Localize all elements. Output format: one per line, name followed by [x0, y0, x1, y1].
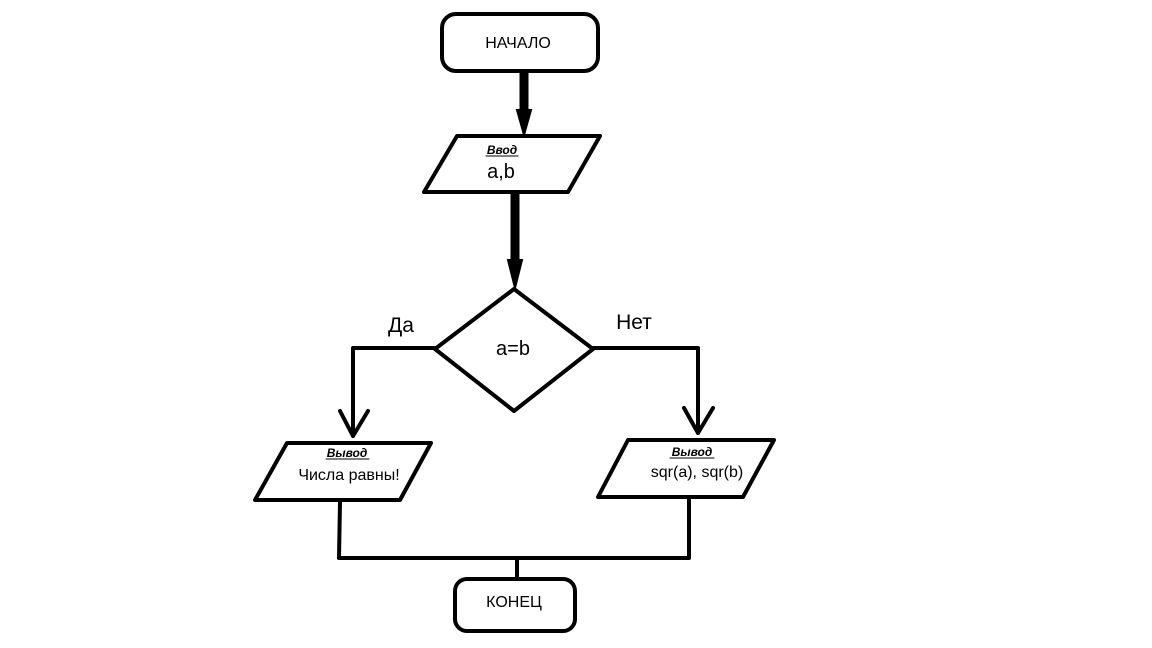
- start-node: НАЧАЛО: [440, 12, 600, 73]
- decision-label: a=b: [496, 338, 530, 360]
- end-label: КОНЕЦ: [486, 594, 542, 611]
- end-node: КОНЕЦ: [453, 577, 577, 633]
- yes-label: Да: [388, 314, 414, 337]
- output-no-body: sqr(a), sqr(b): [651, 464, 743, 481]
- merge-connector: [337, 496, 691, 581]
- output-no-header: Вывод: [672, 445, 713, 459]
- input-body: a,b: [487, 161, 515, 183]
- input-node: Ввод a,b: [422, 134, 602, 194]
- input-header: Ввод: [487, 143, 517, 157]
- branch-no: Нет: [591, 311, 715, 435]
- branch-yes: Да: [338, 314, 437, 438]
- decision-node: a=b: [433, 287, 595, 413]
- no-label: Нет: [616, 311, 652, 334]
- output-yes-node: Вывод Числа равны!: [253, 441, 433, 502]
- output-yes-body: Числа равны!: [298, 467, 399, 484]
- arrow-input-to-decision: [506, 193, 524, 289]
- start-label: НАЧАЛО: [485, 35, 551, 52]
- arrow-start-to-input: [515, 71, 533, 139]
- output-no-node: Вывод sqr(a), sqr(b): [596, 438, 776, 499]
- output-yes-header: Вывод: [327, 446, 368, 460]
